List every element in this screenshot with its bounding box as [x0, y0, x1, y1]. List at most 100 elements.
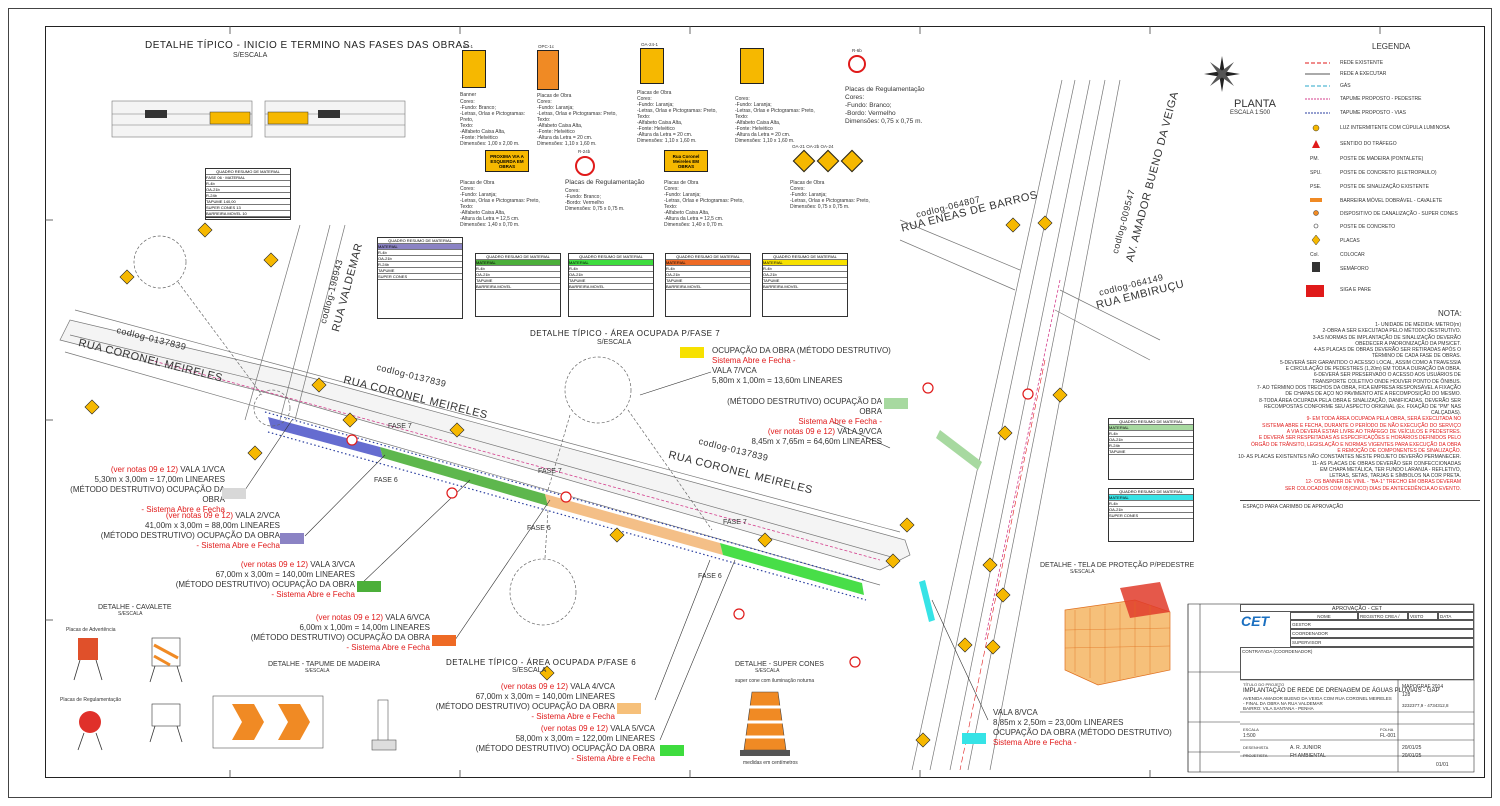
pedestrian-tapume [149, 279, 1061, 641]
table-cell: R-4b [1109, 431, 1193, 437]
table-cell: OA-21b [763, 272, 847, 278]
tb-endereco1: AVENIDA AMADOR BUENO DA VEIGA COM RUA CO… [1243, 696, 1392, 701]
note-line: E DEVERÁ SER RESPEITADAS AS ESPECIFICAÇÕ… [1258, 435, 1461, 442]
sign-desc-line: -Letras, Orlas e Pictogramas: Preto, [460, 198, 540, 204]
sign-title: Banner [460, 92, 477, 98]
fase-label: FASE 6 [698, 573, 722, 580]
sign-desc-line: Cores: [637, 96, 652, 102]
sign-desc-line: Cores: [460, 186, 475, 192]
table-title: QUADRO RESUMO DE MATERIAL [763, 254, 847, 260]
detail-circles [133, 235, 713, 626]
detail-top-work [145, 110, 340, 125]
sign-proxima-via: PROXIMA VIA A ESQUERDA EM OBRAS [485, 150, 529, 172]
table-header: MATERIAL [1109, 495, 1193, 501]
sign-desc-line: Texto: [735, 114, 749, 120]
vala-name: VALA 5/VCA [610, 724, 655, 733]
note-line: 7- AO TÉRMINO DOS TRECHOS DA OBRA, FICA … [1256, 384, 1461, 391]
vala-dims: 8,85m x 2,50m = 23,00m LINEARES [993, 718, 1124, 727]
sign-opc1c [537, 50, 559, 90]
detail-tela-title: DETALHE - TELA DE PROTEÇÃO P/PEDESTRE [1040, 562, 1195, 569]
detail-cavalete-scale: S/ESCALA [118, 611, 143, 617]
tb-titulo-label: TÍTULO DO PROJETO [1243, 682, 1285, 687]
road-eneas [899, 219, 1161, 361]
sign-desc-line: -Altura da Letra = 20 cm. [735, 132, 791, 138]
material-table-top-footer: TAPUME 140,00 SUPER CONES 13 BARREIRA MO… [205, 198, 291, 218]
fase-label: FASE 7 [723, 519, 747, 526]
tb-data-col: DATA [1438, 612, 1474, 620]
stamp-area: ESPAÇO PARA CARIMBO DE APROVAÇÃO [1240, 500, 1480, 601]
legend-item: POSTE DE CONCRETO [1340, 224, 1396, 230]
detail-top-drawing [111, 100, 406, 138]
table-cell: TAPUME [763, 278, 847, 284]
material-row: OA-21b [206, 187, 290, 193]
work-zones [268, 417, 982, 622]
sign-desc-oa24-b: Cores:-Fundo: Laranja;-Letras, Orlas e P… [735, 96, 815, 144]
legend-symbols [1305, 62, 1330, 297]
road-coronel-meireles [59, 309, 911, 586]
footer-cell: TAPUME [206, 199, 223, 204]
stamp-area-label: ESPAÇO PARA CARIMBO DE APROVAÇÃO [1243, 504, 1344, 510]
frame-ticks [45, 26, 1381, 778]
note-line: TÉRMINO DE CADA FASE DE OBRAS. [1371, 353, 1461, 360]
detail-fase6-scale: S/ESCALA [512, 667, 547, 674]
table-header: MATERIAL [1109, 425, 1193, 431]
tb-date1: 20/01/25 [1402, 745, 1422, 751]
note-line: 9- EM TODA ÁREA OCUPADA PELA OBRA, SERÁ … [1306, 416, 1461, 423]
sign-desc-line: -Fundo: Laranja; [460, 192, 497, 198]
legend-item: POSTE DE MADEIRA (PONTALETE) [1340, 156, 1424, 162]
sign-desc-line: -Fonte: Helvético [637, 126, 675, 132]
sign-desc-line: -Altura da Letra = 12,5 cm. [664, 216, 724, 222]
drawing-sheet [8, 8, 1492, 798]
vala-7-label: OCUPAÇÃO DA OBRA (MÉTODO DESTRUTIVO) Sis… [712, 346, 891, 386]
vala-1-swatch [222, 488, 246, 499]
note-line: E CIRCULAÇÃO DE PEDESTRES (1,20m) EM TOD… [1285, 366, 1461, 373]
sign-desc-line: -Fundo: Laranja; [664, 192, 701, 198]
legend-item: LUZ INTERMITENTE COM CÚPULA LUMINOSA [1340, 125, 1450, 131]
note-line: 10- AS PLACAS EXISTENTES NÃO CONSTANTES … [1238, 454, 1461, 461]
note-line: EM CHAPA METÁLICA, TER FUNDO LARANJA - R… [1320, 466, 1461, 473]
sign-desc-line: Dimensões: 1,40 x 0,70 m. [664, 222, 724, 228]
sign-desc-oa24: Cores:-Fundo: Laranja;-Letras, Orlas e P… [637, 96, 717, 144]
sign-desc-line: Dimensões: 1,00 x 2,00 m. [460, 141, 520, 147]
sign-desc-line: -Letras, Orlas e Pictogramas: Preto, [537, 111, 617, 117]
tb-date2: 20/01/25 [1402, 753, 1422, 759]
sign-desc-proxima: Cores:-Fundo: Laranja;-Letras, Orlas e P… [460, 186, 550, 228]
tb-approval: APROVAÇÃO - CET [1240, 604, 1474, 612]
sign-desc-line: -Altura da Letra = 20 cm. [637, 132, 693, 138]
sign-desc-rua-coronel: Cores:-Fundo: Laranja;-Letras, Orlas e P… [664, 186, 744, 228]
table-cell: BARREIRA MOVEL [476, 284, 560, 290]
table-cell: BARREIRA MOVEL [763, 284, 847, 290]
tb-registro-col: REGISTRO CREA / CAU [1358, 612, 1408, 620]
note-line: TRANSPORTE COLETIVO ONDE HOUVER PONTO DE… [1312, 378, 1461, 385]
vala-dims: 67,00m x 3,00m = 140,00m LINEARES [475, 692, 615, 701]
legend-item: SIGA E PARE [1340, 287, 1372, 293]
cavalete-regulamentacao: Placas de Regulamentação [60, 697, 122, 703]
vala-method: OCUPAÇÃO DA OBRA (MÉTODO DESTRUTIVO) [712, 346, 891, 355]
sign-desc-line: Dimensões: 1,40 x 0,70 m. [460, 222, 520, 228]
note-line: DE CHAPAS DE AÇO NO PAVIMENTO ATÉ A RECO… [1285, 391, 1461, 398]
vala-6-swatch [432, 635, 456, 646]
tb-folha-label: FOLHA [1380, 727, 1394, 732]
table-title: QUADRO RESUMO DE MATERIAL [666, 254, 750, 260]
note-line: OBEDECER A PADRONIZAÇÃO DA PMS/CET. [1355, 340, 1461, 347]
table-cell: R-4b [569, 266, 653, 272]
sign-banner-ba1 [462, 50, 486, 88]
vala-3-label: (ver notas 09 e 12) VALA 3/VCA 67,00m x … [170, 560, 355, 600]
table-title: QUADRO RESUMO DE MATERIAL [1109, 419, 1193, 425]
legend-item: PLACAS [1340, 238, 1360, 244]
material-row: R-4b [206, 181, 290, 187]
sign-oa24-1 [640, 48, 664, 84]
vala-dims: 58,00m x 3,00m = 122,00m LINEARES [515, 734, 655, 743]
tb-supervisor: SUPERVISOR [1290, 638, 1474, 647]
vala-name: VALA 4/VCA [570, 682, 615, 691]
sign-desc-line: -Fundo: Laranja; [790, 192, 827, 198]
tb-folha: FL-001 [1380, 733, 1396, 739]
sign-desc-line: Cores: [735, 96, 750, 102]
table-cell: SUPER CONES [378, 274, 462, 280]
vala-5-label: (ver notas 09 e 12) VALA 5/VCA 58,00m x … [430, 724, 655, 764]
sign-desc-line: -Bordo: Vermelho [845, 110, 896, 117]
tb-desenhista: A. R. JUNIOR [1290, 745, 1322, 751]
table-cell: OA-21b [1109, 507, 1193, 513]
footer-cell: SUPER CONES [206, 205, 236, 210]
